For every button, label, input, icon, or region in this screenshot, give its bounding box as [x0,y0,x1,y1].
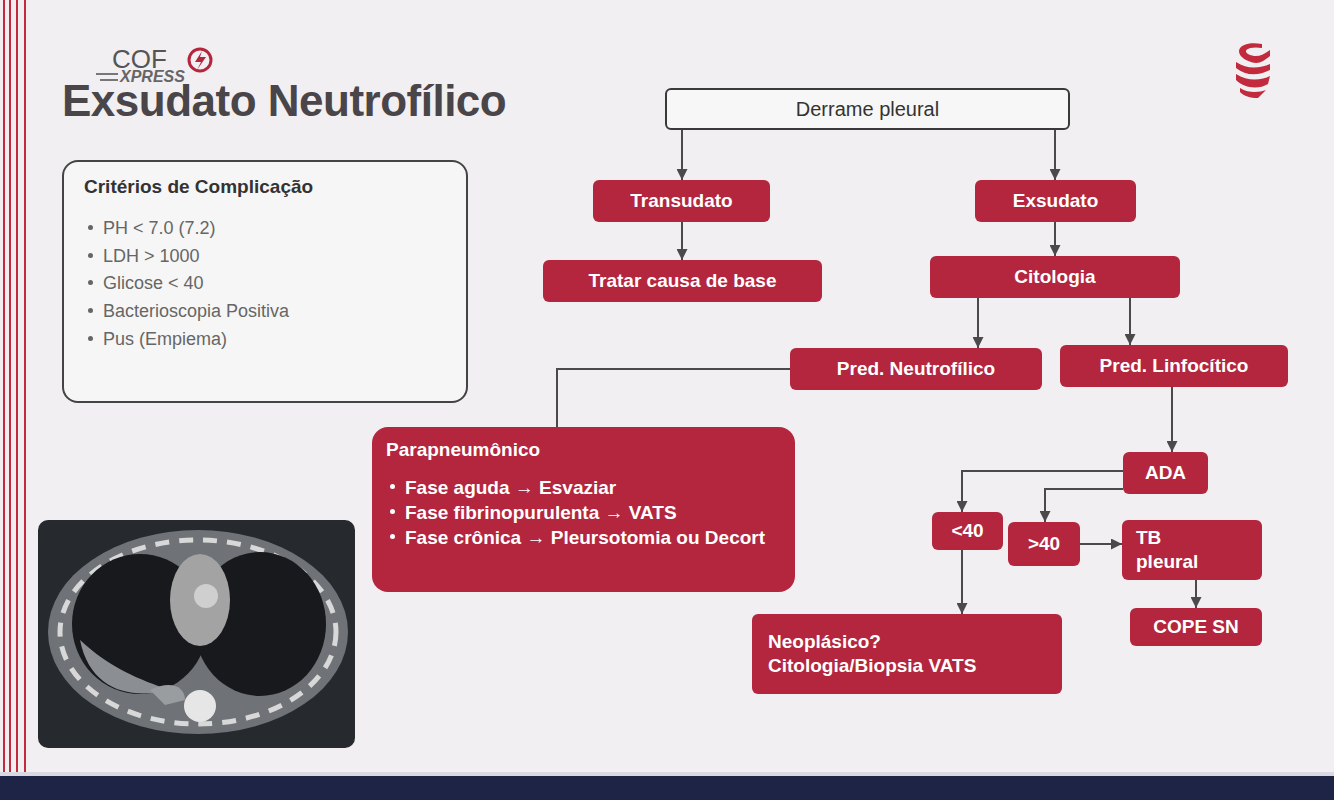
ct-mediastinum [170,554,230,646]
box-text: TB pleural [1136,526,1220,574]
process-box: Citologia [930,256,1180,298]
logo-text: XPRESS [120,68,185,86]
logo-stroke [1240,88,1266,98]
bullet-dot [390,509,395,514]
connector [1195,580,1197,608]
process-box: <40 [932,512,1003,550]
process-box: Transudato [593,180,770,222]
box-text: Neoplásico? [768,630,881,654]
bullet-dot [390,484,395,489]
ct-spine [184,690,216,722]
connector [557,369,790,427]
connector [1045,489,1123,522]
stripe [9,0,11,776]
connector [1054,130,1056,180]
process-box: TB pleural [1122,520,1262,580]
item-text: Fase crônica → Pleursotomia ou Decort [405,527,765,549]
edge-stripes [4,0,25,776]
list-item: PH < 7.0 (7.2) [84,218,446,239]
ct-aorta [194,584,218,608]
process-box: Pred. Neutrofílico [790,348,1042,390]
bullet-dot [88,308,93,313]
connector [961,550,963,614]
box-text: COPE SN [1153,615,1239,639]
process-box: Neoplásico?Citologia/Biopsia VATS [752,614,1062,694]
box-text: Pred. Neutrofílico [837,357,995,381]
item-text: Fase aguda → Esvaziar [405,477,616,499]
list-item: Fase fibrinopurulenta → VATS [386,502,781,524]
item-text: LDH > 1000 [103,246,200,267]
bullet-dot [88,336,93,341]
logo-stroke [1236,74,1270,87]
process-box: ADA [1123,452,1208,494]
process-box: COPE SN [1130,608,1262,646]
box-text: ADA [1145,461,1186,485]
list-box: ParapneumônicoFase aguda → EsvaziarFase … [372,427,795,592]
stripe [3,0,5,776]
connector [1054,222,1056,256]
bullet-dot [88,225,93,230]
ct-effusion [80,640,170,693]
connector [977,298,979,348]
bullet-dot [88,280,93,285]
list-item: Fase aguda → Esvaziar [386,477,781,499]
list-item: LDH > 1000 [84,246,446,267]
list-item: Glicose < 40 [84,273,446,294]
item-text: PH < 7.0 (7.2) [103,218,216,239]
box-text: Exsudato [1013,189,1099,213]
box-text: >40 [1028,532,1060,556]
connector [962,471,1123,512]
box-text: Citologia/Biopsia VATS [768,654,976,678]
process-box: Derrame pleural [665,88,1070,130]
logo-bolt [195,51,206,70]
item-text: Pus (Empiema) [103,329,227,350]
item-text: Bacterioscopia Positiva [103,301,289,322]
list-item: Bacterioscopia Positiva [84,301,446,322]
list-item: Pus (Empiema) [84,329,446,350]
stripe [16,0,18,776]
item-text: Glicose < 40 [103,273,204,294]
item-text: Fase fibrinopurulenta → VATS [405,502,677,524]
process-box: Exsudato [975,180,1136,222]
ct-body [48,530,348,734]
box-heading: Parapneumônico [386,439,540,461]
bullet-dot [390,534,395,539]
process-box: Tratar causa de base [543,260,822,302]
list-box: Critérios de Complicação PH < 7.0 (7.2) LD… [62,160,468,403]
box-text: Citologia [1014,265,1095,289]
box-text: <40 [951,519,983,543]
connector [1129,298,1131,345]
box-heading-row: Parapneumônico [386,439,781,461]
connector [681,222,683,260]
connector [681,130,683,180]
box-heading: Critérios de Complicação [84,176,313,198]
ct-frame [38,520,355,748]
box-text: Transudato [630,189,732,213]
connector [1080,543,1122,545]
process-box: Pred. Linfocítico [1060,345,1288,387]
brand-logo [1236,43,1270,98]
logo-stroke [1236,62,1270,74]
ct-scan [38,520,355,748]
bottom-band [0,776,1334,800]
logo-stroke [1239,43,1270,63]
connector [1171,387,1173,452]
process-box: >40 [1008,522,1080,566]
ct-tissue [150,685,185,705]
box-text: Derrame pleural [796,97,939,122]
bullet-dot [88,253,93,258]
box-text: Pred. Linfocítico [1100,354,1249,378]
bottom-line [0,772,1334,776]
list-item: Fase crônica → Pleursotomia ou Decort [386,527,781,549]
box-heading-row: Critérios de Complicação [84,176,446,198]
logo-ring [189,49,211,71]
box-text: Tratar causa de base [589,269,777,293]
ct-ribs [60,540,336,724]
stripe [24,0,26,776]
